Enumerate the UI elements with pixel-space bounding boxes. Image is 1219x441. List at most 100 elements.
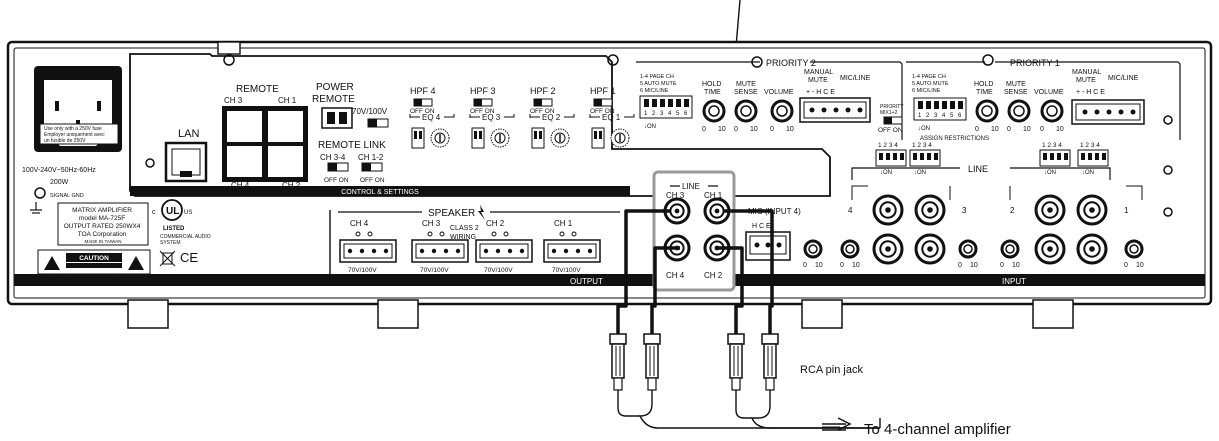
dip-num: 3	[660, 111, 664, 117]
hpf-switch-4[interactable]	[413, 98, 433, 107]
mic-hce-label: H C E	[752, 223, 771, 230]
hpf-switch-1[interactable]	[593, 98, 613, 107]
dip-nums: 1 2 3 4	[1042, 142, 1062, 149]
input-4-number: 4	[848, 206, 853, 215]
input1-volume-knob[interactable]	[1124, 239, 1144, 259]
eq-rotary-1[interactable]	[610, 128, 630, 148]
hpf-switch-2[interactable]	[533, 98, 553, 107]
input2-rca-jack-bottom[interactable]	[1034, 233, 1066, 265]
p2-hold-time-knob[interactable]	[702, 99, 726, 123]
scale-min: 0	[1000, 262, 1004, 269]
dip-nums: 1 2 3 4	[1080, 142, 1100, 149]
speaker-voltage-label: 70V/100V	[552, 267, 581, 274]
eq-rotary-3[interactable]	[490, 128, 510, 148]
remote-link-switch-12[interactable]	[361, 162, 383, 172]
remote-link-switch-34[interactable]	[327, 162, 349, 172]
power-remote-terminal[interactable]	[321, 107, 353, 129]
ce-mark: CE	[180, 250, 198, 265]
scale-min: 0	[1124, 262, 1128, 269]
input2-rca-jack-top[interactable]	[1034, 194, 1066, 226]
scale-min: 0	[975, 126, 979, 133]
input4-rca-jack-top[interactable]	[872, 194, 904, 226]
p1-volume-knob[interactable]	[1040, 99, 1064, 123]
input1-rca-jack-top[interactable]	[1076, 194, 1108, 226]
weee-bin-icon	[159, 250, 176, 267]
eq-dip-3[interactable]	[471, 127, 485, 149]
priority-mix-off-on: OFF ON	[878, 127, 903, 134]
hpf-label-2: HPF 2	[530, 86, 556, 96]
output-label: OUTPUT	[570, 277, 603, 286]
eq-rotary-4[interactable]	[430, 128, 450, 148]
priority2-section: PRIORITY 2	[636, 56, 903, 140]
lightning-icon	[478, 205, 485, 220]
p1-mic-line-label: MIC/LINE	[1108, 75, 1139, 82]
svg-text:MATRIX AMPLIFIER model M: MATRIX AMPLIFIER model MA-725F OUTPUT RA…	[64, 207, 143, 244]
rating-label: MATRIX AMPLIFIER model MA-725F OUTPUT RA…	[57, 202, 149, 246]
input3-rca-jack-bottom[interactable]	[914, 233, 946, 265]
priority-mix-switch[interactable]	[883, 116, 903, 125]
scale-min: 0	[958, 262, 962, 269]
dip-num: 5	[676, 111, 680, 117]
eq-dip-2[interactable]	[531, 127, 545, 149]
input-line-label: LINE	[968, 164, 988, 174]
scale-max: 10	[1056, 126, 1064, 133]
p2-volume-knob[interactable]	[770, 99, 794, 123]
line-output-block: LINE CH 3 CH 1 CH 4 CH 2	[652, 170, 736, 292]
scale-max: 10	[852, 262, 860, 269]
svg-text:c: c	[152, 209, 156, 216]
caution-sub: AVIS:RISQUE DE CHOC ELECTRIQUE-NE PAS OU…	[38, 277, 142, 282]
dip-num: 3	[934, 113, 938, 119]
p2-mute-sense-knob[interactable]	[734, 99, 758, 123]
p1-on-label: ↓ON	[918, 126, 930, 132]
line-ch2-label: CH 2	[704, 271, 723, 280]
signal-gnd-label: SIGNAL GND	[50, 193, 84, 199]
scale-min: 0	[702, 126, 706, 133]
eq-dip-1[interactable]	[591, 127, 605, 149]
input-label: INPUT	[1002, 277, 1026, 286]
rca-cables	[616, 209, 774, 334]
eq-rotary-2[interactable]	[550, 128, 570, 148]
lan-port[interactable]	[164, 141, 208, 183]
remote-link-ch34-label: CH 3-4	[320, 153, 346, 162]
speaker-label: SPEAKER	[428, 208, 475, 219]
p2-on-label: ↓ON	[644, 124, 656, 130]
line-out-ch1-jack[interactable]	[703, 197, 731, 225]
output-strip	[330, 274, 640, 286]
input2-volume-knob[interactable]	[1000, 239, 1020, 259]
mic-input4-terminal[interactable]	[745, 231, 791, 261]
mic-input4-volume-knob[interactable]	[803, 239, 823, 259]
input3-rca-jack-top[interactable]	[914, 194, 946, 226]
hpf-off-on: OFF ON	[410, 108, 435, 115]
dip-on: ↓ON	[1044, 170, 1056, 176]
input1-rca-jack-bottom[interactable]	[1076, 233, 1108, 265]
hpf-switch-3[interactable]	[473, 98, 493, 107]
p2-terminal-block[interactable]	[799, 97, 871, 123]
input4-rca-jack-bottom[interactable]	[872, 233, 904, 265]
dip-on: ↓ON	[880, 170, 892, 176]
input4-volume-knob[interactable]	[840, 239, 860, 259]
hpf-label-4: HPF 4	[410, 86, 436, 96]
eq-dip-4[interactable]	[411, 127, 425, 149]
dip-num: 2	[926, 113, 930, 119]
p1-mute-sense-knob[interactable]	[1007, 99, 1031, 123]
eq-label-1: EQ 1	[602, 113, 621, 122]
caution-label: CAUTION	[37, 249, 151, 275]
assign-restrictions-label: ASSIGN RESTRICTIONS	[920, 136, 989, 142]
input3-volume-knob[interactable]	[958, 239, 978, 259]
scale-max: 10	[1023, 126, 1031, 133]
p1-hold-time-knob[interactable]	[975, 99, 999, 123]
remote-rj45-block[interactable]	[222, 106, 308, 182]
scale-min: 0	[1040, 126, 1044, 133]
ul-mark: UL c US	[152, 199, 192, 221]
p2-mic-line-label: MIC/LINE	[840, 75, 871, 82]
dip-num: 1	[918, 113, 922, 119]
voltage-switch[interactable]	[367, 118, 389, 128]
assign-restriction-dips[interactable]: 1 2 3 4↓ON1 2 3 4↓ON1 2 3 4↓ON1 2 3 4↓ON	[875, 142, 1109, 176]
p1-terminal-block[interactable]	[1071, 99, 1145, 125]
scale-min: 0	[803, 262, 807, 269]
control-settings-panel: CONTROL & SETTINGS	[129, 53, 831, 197]
